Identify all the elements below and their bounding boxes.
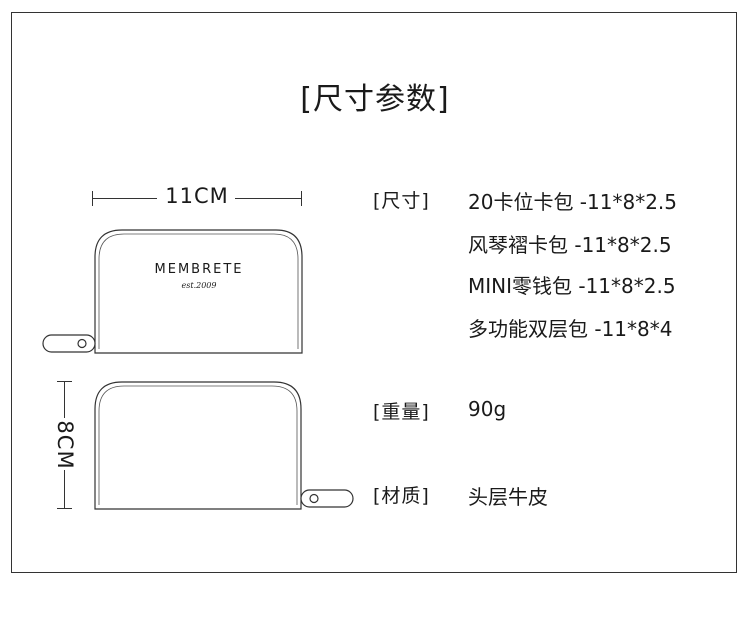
size-item: 风琴褶卡包 -11*8*2.5 — [468, 233, 672, 257]
dimension-line-right — [235, 198, 301, 199]
dimension-line-left — [92, 198, 157, 199]
material-label: [材质] — [373, 485, 430, 507]
dimension-cap-bottom — [57, 508, 72, 509]
content-frame — [11, 12, 737, 573]
dimension-line-bottom — [64, 470, 65, 508]
page-title: [尺寸参数] — [300, 82, 450, 117]
wallet-back-drawing — [94, 381, 354, 510]
brand-name: MEMBRETE — [154, 262, 244, 277]
weight-value: 90g — [468, 397, 507, 421]
dimension-cap-right — [301, 191, 302, 206]
size-label: [尺寸] — [373, 190, 430, 212]
height-label: 8CM — [53, 420, 77, 470]
brand-tagline: est.2009 — [181, 281, 217, 290]
width-label: 11CM — [165, 184, 229, 208]
material-value: 头层牛皮 — [468, 485, 548, 509]
wallet-front-drawing — [42, 229, 303, 354]
size-item: 多功能双层包 -11*8*4 — [468, 317, 673, 341]
dimension-line-top — [64, 381, 65, 418]
size-item: MINI零钱包 -11*8*2.5 — [468, 274, 676, 298]
size-item: 20卡位卡包 -11*8*2.5 — [468, 190, 678, 214]
height-dimension: 8CM — [53, 381, 77, 509]
width-dimension: 11CM — [92, 184, 302, 212]
weight-label: [重量] — [373, 401, 430, 423]
